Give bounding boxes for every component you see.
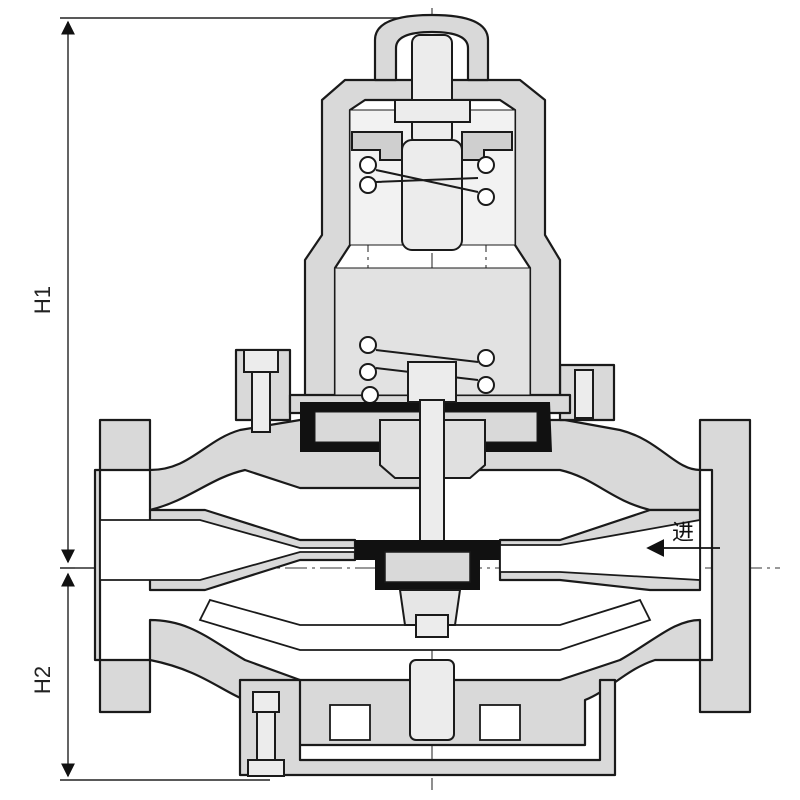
upper-spring-seat xyxy=(351,131,513,161)
right-flange xyxy=(698,418,752,714)
upper-spring xyxy=(359,156,495,206)
lock-nut xyxy=(394,99,471,123)
spring-seat-nut xyxy=(407,361,457,403)
spring-wire xyxy=(375,169,479,193)
inlet-passage xyxy=(499,518,701,581)
spring-coil xyxy=(361,386,379,404)
upper-seat-left xyxy=(351,131,403,161)
outlet-passage xyxy=(99,519,356,581)
stem-nut xyxy=(415,614,449,638)
h2-label: H2 xyxy=(30,666,55,694)
spring-coil xyxy=(477,156,495,174)
spring-coil xyxy=(359,156,377,174)
inlet-label: 进 xyxy=(672,521,694,546)
spring-coil xyxy=(477,188,495,206)
lower-guide-post xyxy=(409,659,455,741)
upper-seat-right xyxy=(461,131,513,161)
valve-disc xyxy=(355,540,500,638)
spring-plunger xyxy=(401,139,463,251)
spring-coil xyxy=(477,349,495,367)
lower-spring xyxy=(359,336,495,404)
bonnet-bolt-left xyxy=(243,349,279,433)
bottom-pocket-2 xyxy=(479,704,521,741)
bolt-shank xyxy=(256,711,276,768)
bolt-head xyxy=(252,691,280,713)
spring-coil xyxy=(359,336,377,354)
spring-coil xyxy=(359,176,377,194)
h1-label: H1 xyxy=(30,286,55,314)
spring-coil xyxy=(477,376,495,394)
bonnet-cap xyxy=(373,13,490,82)
left-flange xyxy=(93,418,152,714)
bottom-bolt xyxy=(247,691,285,777)
bolt-head xyxy=(243,349,279,373)
bolt-shank xyxy=(251,371,271,433)
bolt-shank xyxy=(574,369,594,419)
inlet-flow-indicator: 进 xyxy=(646,521,720,557)
bolt-nut xyxy=(247,759,285,777)
disc-body xyxy=(384,551,471,583)
dimension-lines xyxy=(60,17,420,781)
bonnet-bolt-right xyxy=(574,369,594,419)
spring-coil xyxy=(359,363,377,381)
adjusting-screw xyxy=(394,34,471,251)
bottom-pocket-1 xyxy=(329,704,371,741)
screw-shank xyxy=(411,34,453,146)
